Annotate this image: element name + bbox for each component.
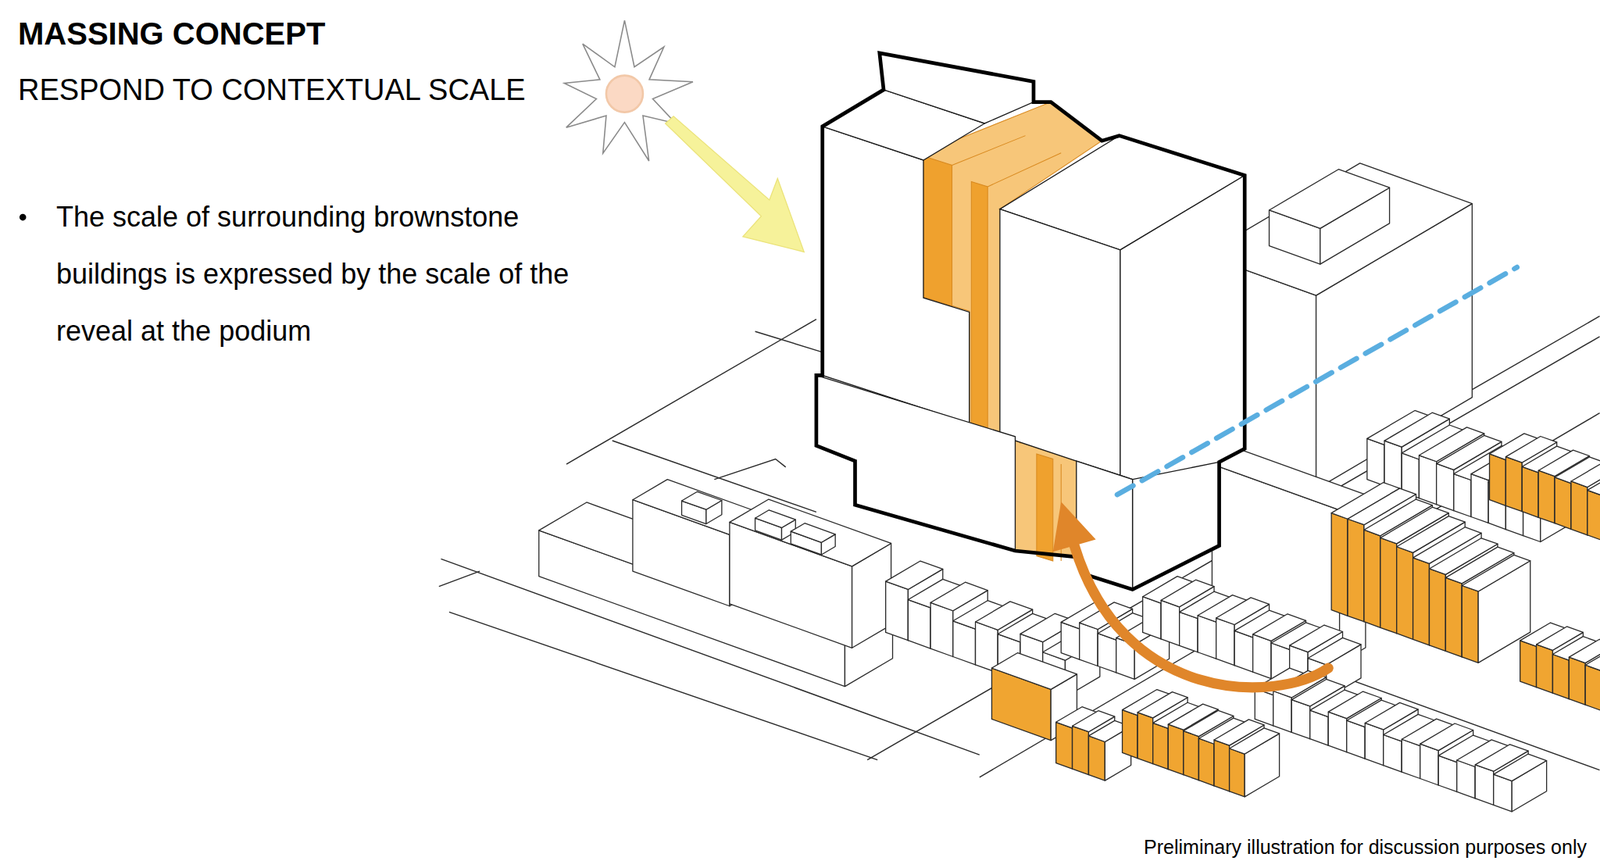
building-front (1167, 724, 1184, 775)
street-edge (714, 458, 786, 479)
tower-face (879, 53, 1034, 124)
tower-face (1000, 209, 1121, 476)
text-holder: The scale of surrounding brownstone buil… (56, 188, 596, 360)
building-front (1429, 568, 1447, 651)
bullet-text: The scale of surrounding brownstone buil… (56, 188, 596, 360)
building-front (1489, 453, 1507, 506)
tower-face (1120, 175, 1245, 590)
building-front (1056, 721, 1073, 769)
building-front (1183, 731, 1200, 781)
building-roof (755, 510, 797, 529)
building-front (1122, 710, 1139, 759)
building-front (1253, 634, 1272, 679)
building-front (1153, 722, 1169, 769)
building-front (1234, 630, 1253, 672)
building-front (930, 602, 954, 657)
subtitle: RESPOND TO CONTEXTUAL SCALE (17, 71, 526, 108)
building-front (1568, 657, 1586, 705)
building-front (1536, 644, 1554, 693)
proposed-tower (816, 53, 1245, 590)
building-front (1520, 640, 1537, 688)
text-holder: MASSING CONCEPT (17, 14, 325, 53)
building-front (1072, 725, 1090, 775)
building-front (1445, 577, 1462, 658)
building-front (1229, 748, 1246, 797)
building-front (1364, 529, 1381, 628)
sun-rays (564, 20, 693, 161)
building-front (1587, 489, 1600, 541)
building-front (1214, 739, 1230, 792)
tower-face (822, 126, 970, 424)
building-front (1198, 738, 1215, 786)
building-front (1418, 455, 1436, 505)
building-front (1585, 664, 1600, 711)
building-front (1079, 622, 1098, 666)
building-front (1160, 600, 1179, 646)
height-datum-line (1117, 267, 1518, 495)
building-front (1088, 735, 1105, 781)
building-front (885, 581, 909, 641)
reveal-dark (923, 156, 953, 307)
building-front (729, 521, 853, 648)
caption: Preliminary illustration for discussion … (1143, 835, 1587, 859)
building-front (1554, 477, 1572, 529)
sun-symbol (564, 20, 693, 161)
building-front (1453, 474, 1472, 518)
building-roof (1571, 460, 1600, 488)
scale-arrowhead (1053, 501, 1097, 552)
building-roof (1307, 637, 1361, 665)
building-front (1461, 585, 1479, 664)
building-front (1197, 615, 1216, 659)
building-roof (1461, 554, 1530, 592)
building-front (1436, 463, 1454, 511)
diagram-title: MASSING CONCEPT (17, 14, 325, 53)
building-front (1538, 470, 1555, 523)
building-roof (991, 653, 1077, 690)
building-front (1505, 457, 1522, 512)
building-front (975, 621, 999, 673)
building-roof (1585, 646, 1600, 671)
street-edge (439, 571, 480, 587)
street-edge (566, 319, 817, 465)
tower-outline (816, 53, 1245, 590)
reveal-dark (971, 181, 988, 429)
scale-arrow (1074, 545, 1329, 687)
reveal-dark (1036, 453, 1054, 561)
text-holder: RESPOND TO CONTEXTUAL SCALE (17, 71, 526, 108)
street-edge (755, 331, 822, 352)
building-roof (1587, 469, 1600, 497)
building-roof (1211, 448, 1365, 510)
building-roof (682, 491, 722, 510)
podium-face (816, 375, 1016, 551)
building-roof (790, 523, 836, 543)
building-front (1216, 617, 1235, 666)
building-front (1142, 596, 1161, 640)
building-roof (1493, 753, 1547, 782)
building-front (1571, 481, 1588, 536)
sunlight-arrow (665, 116, 805, 253)
building-front (1420, 743, 1439, 786)
bullet-dot (19, 214, 27, 222)
building-roof (1229, 728, 1280, 754)
building-front (1552, 653, 1569, 699)
sun-disc (606, 75, 643, 113)
building-roof (1269, 169, 1390, 229)
building-front (1413, 557, 1430, 646)
building-front (1364, 722, 1383, 765)
building-front (1521, 466, 1539, 518)
text-holder: Preliminary illustration for discussion … (1143, 835, 1587, 859)
building-front (1347, 518, 1365, 622)
building-front (1396, 546, 1414, 640)
building-front (1380, 537, 1397, 633)
building-front (1367, 438, 1385, 486)
building-front (1273, 690, 1292, 733)
building-front (1137, 712, 1154, 765)
building-front (1471, 474, 1489, 524)
building-front (1331, 513, 1348, 617)
